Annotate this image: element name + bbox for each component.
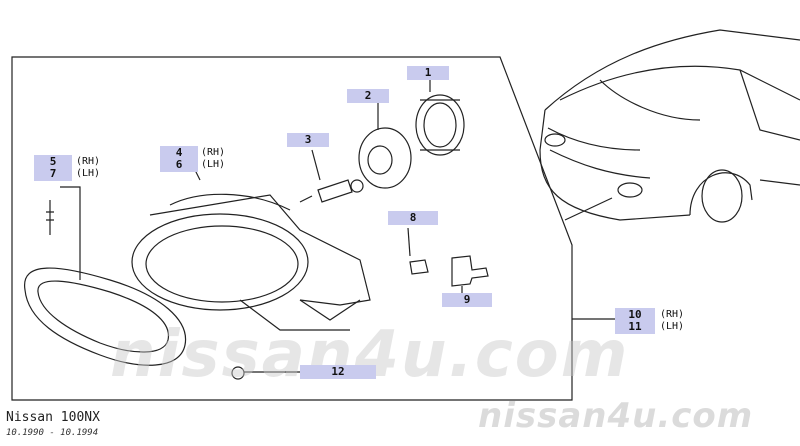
cover-icon (358, 127, 412, 189)
callout-3[interactable]: 3 (287, 133, 329, 147)
production-range: 10.1990 - 10.1994 (6, 428, 99, 438)
frame-border (11, 56, 573, 401)
callout-7-lh: (LH) (76, 168, 101, 179)
car-outline-icon (539, 29, 800, 223)
bezel-ring-icon (24, 267, 187, 366)
callout-11[interactable]: 11 (615, 320, 655, 334)
screw-icon (46, 200, 54, 235)
callout-6[interactable]: 6 (160, 158, 198, 172)
small-bulb-icon (409, 259, 429, 275)
watermark-small: nissan4u.com (478, 396, 754, 436)
model-name: Nissan 100NX (6, 410, 100, 425)
callout-10[interactable]: 10 (615, 308, 655, 322)
watermark: nissan4u.com (110, 318, 630, 392)
callout-6-lh: (LH) (201, 159, 226, 170)
callout-5-rh: (RH) (76, 156, 101, 167)
callout-8[interactable]: 8 (388, 211, 438, 225)
callout-2[interactable]: 2 (347, 89, 389, 103)
callout-11-lh: (LH) (660, 321, 685, 332)
socket-ring-icon (415, 94, 465, 156)
car-leader-line (564, 197, 613, 221)
callout-1[interactable]: 1 (407, 66, 449, 80)
bulb-icon (299, 179, 364, 203)
callout-4-rh: (RH) (201, 147, 226, 158)
socket-icon (451, 255, 489, 287)
callout-7[interactable]: 7 (34, 167, 72, 181)
callout-12[interactable]: 12 (300, 365, 376, 379)
callout-10-rh: (RH) (660, 309, 685, 320)
headlamp-body-icon (131, 193, 371, 331)
callout-4[interactable]: 4 (160, 146, 198, 160)
callout-5[interactable]: 5 (34, 155, 72, 169)
callout-9[interactable]: 9 (442, 293, 492, 307)
nut-icon (231, 366, 245, 380)
